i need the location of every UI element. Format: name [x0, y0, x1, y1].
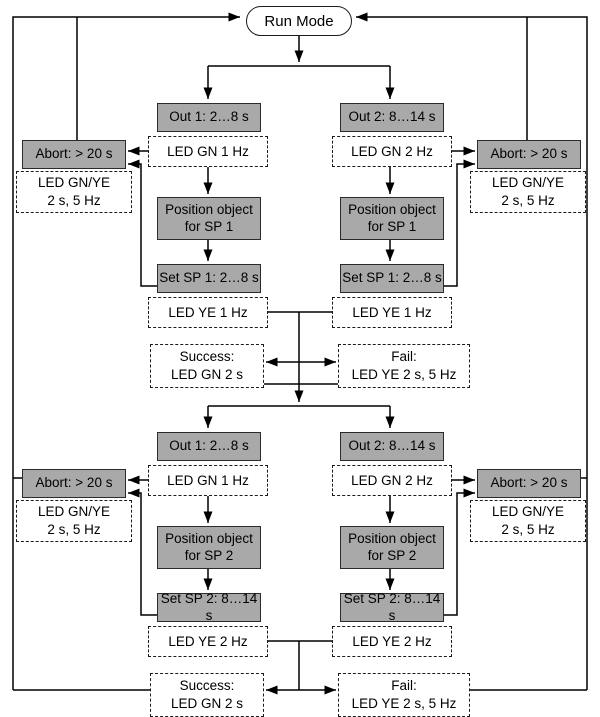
p2-set-left-led-indicator: LED YE 2 Hz: [148, 626, 268, 657]
p1-set-sp1-left-box: Set SP 1: 2…8 s: [157, 264, 261, 293]
p2-out1-led-indicator: LED GN 1 Hz: [148, 465, 268, 496]
p1-abort-left-led-indicator: LED GN/YE 2 s, 5 Hz: [16, 171, 132, 213]
p2-abort-left-led-indicator: LED GN/YE 2 s, 5 Hz: [16, 500, 132, 542]
phase1-lines: [128, 146, 475, 402]
p1-abort-right-box: Abort: > 20 s: [477, 140, 581, 169]
split2-lines: [203, 405, 395, 428]
frame-lines: [12, 12, 588, 690]
run-mode-node: Run Mode: [246, 6, 352, 36]
p1-abort-left-box: Abort: > 20 s: [22, 140, 126, 169]
p2-out1-box: Out 1: 2…8 s: [157, 432, 261, 461]
p1-set-right-led-indicator: LED YE 1 Hz: [332, 297, 452, 328]
p2-abort-right-box: Abort: > 20 s: [477, 469, 581, 498]
p2-out2-box: Out 2: 8…14 s: [340, 432, 444, 461]
p1-fail-indicator: Fail: LED YE 2 s, 5 Hz: [338, 344, 470, 388]
p1-set-sp1-right-box: Set SP 1: 2…8 s: [340, 264, 444, 293]
p2-position-left-box: Position object for SP 2: [157, 526, 261, 569]
abort-right-arrow-2: [443, 159, 475, 287]
p1-success-indicator: Success: LED GN 2 s: [150, 344, 264, 388]
p1-out1-box: Out 1: 2…8 s: [157, 103, 261, 132]
p2-set-sp2-left-box: Set SP 2: 8…14 s: [157, 591, 261, 623]
p2-abort-right-led-indicator: LED GN/YE 2 s, 5 Hz: [470, 500, 586, 542]
p1-position-right-box: Position object for SP 1: [340, 197, 444, 240]
p2-out2-led-indicator: LED GN 2 Hz: [332, 465, 452, 496]
split1-lines: [203, 36, 395, 99]
p2-set-right-led-indicator: LED YE 2 Hz: [332, 626, 452, 657]
p1-position-left-box: Position object for SP 1: [157, 197, 261, 240]
p1-abort-right-led-indicator: LED GN/YE 2 s, 5 Hz: [470, 171, 586, 213]
p2-abort-left-box: Abort: > 20 s: [22, 469, 126, 498]
p2-success-indicator: Success: LED GN 2 s: [150, 673, 264, 717]
p2-fail-indicator: Fail: LED YE 2 s, 5 Hz: [338, 673, 470, 717]
p1-out2-box: Out 2: 8…14 s: [340, 103, 444, 132]
p1-out1-led-indicator: LED GN 1 Hz: [148, 136, 268, 167]
abort-left-arrow-2: [128, 159, 157, 287]
phase2-lines: [13, 475, 587, 695]
abort-left-arrow-4: [128, 488, 157, 616]
return-line-left: [12, 12, 240, 690]
p1-set-left-led-indicator: LED YE 1 Hz: [148, 297, 268, 328]
p2-set-sp2-right-box: Set SP 2: 8…14 s: [340, 591, 444, 623]
p2-position-right-box: Position object for SP 2: [340, 526, 444, 569]
p1-out2-led-indicator: LED GN 2 Hz: [332, 136, 452, 167]
abort-right-arrow-4: [443, 488, 475, 616]
return-line-right: [356, 12, 588, 690]
